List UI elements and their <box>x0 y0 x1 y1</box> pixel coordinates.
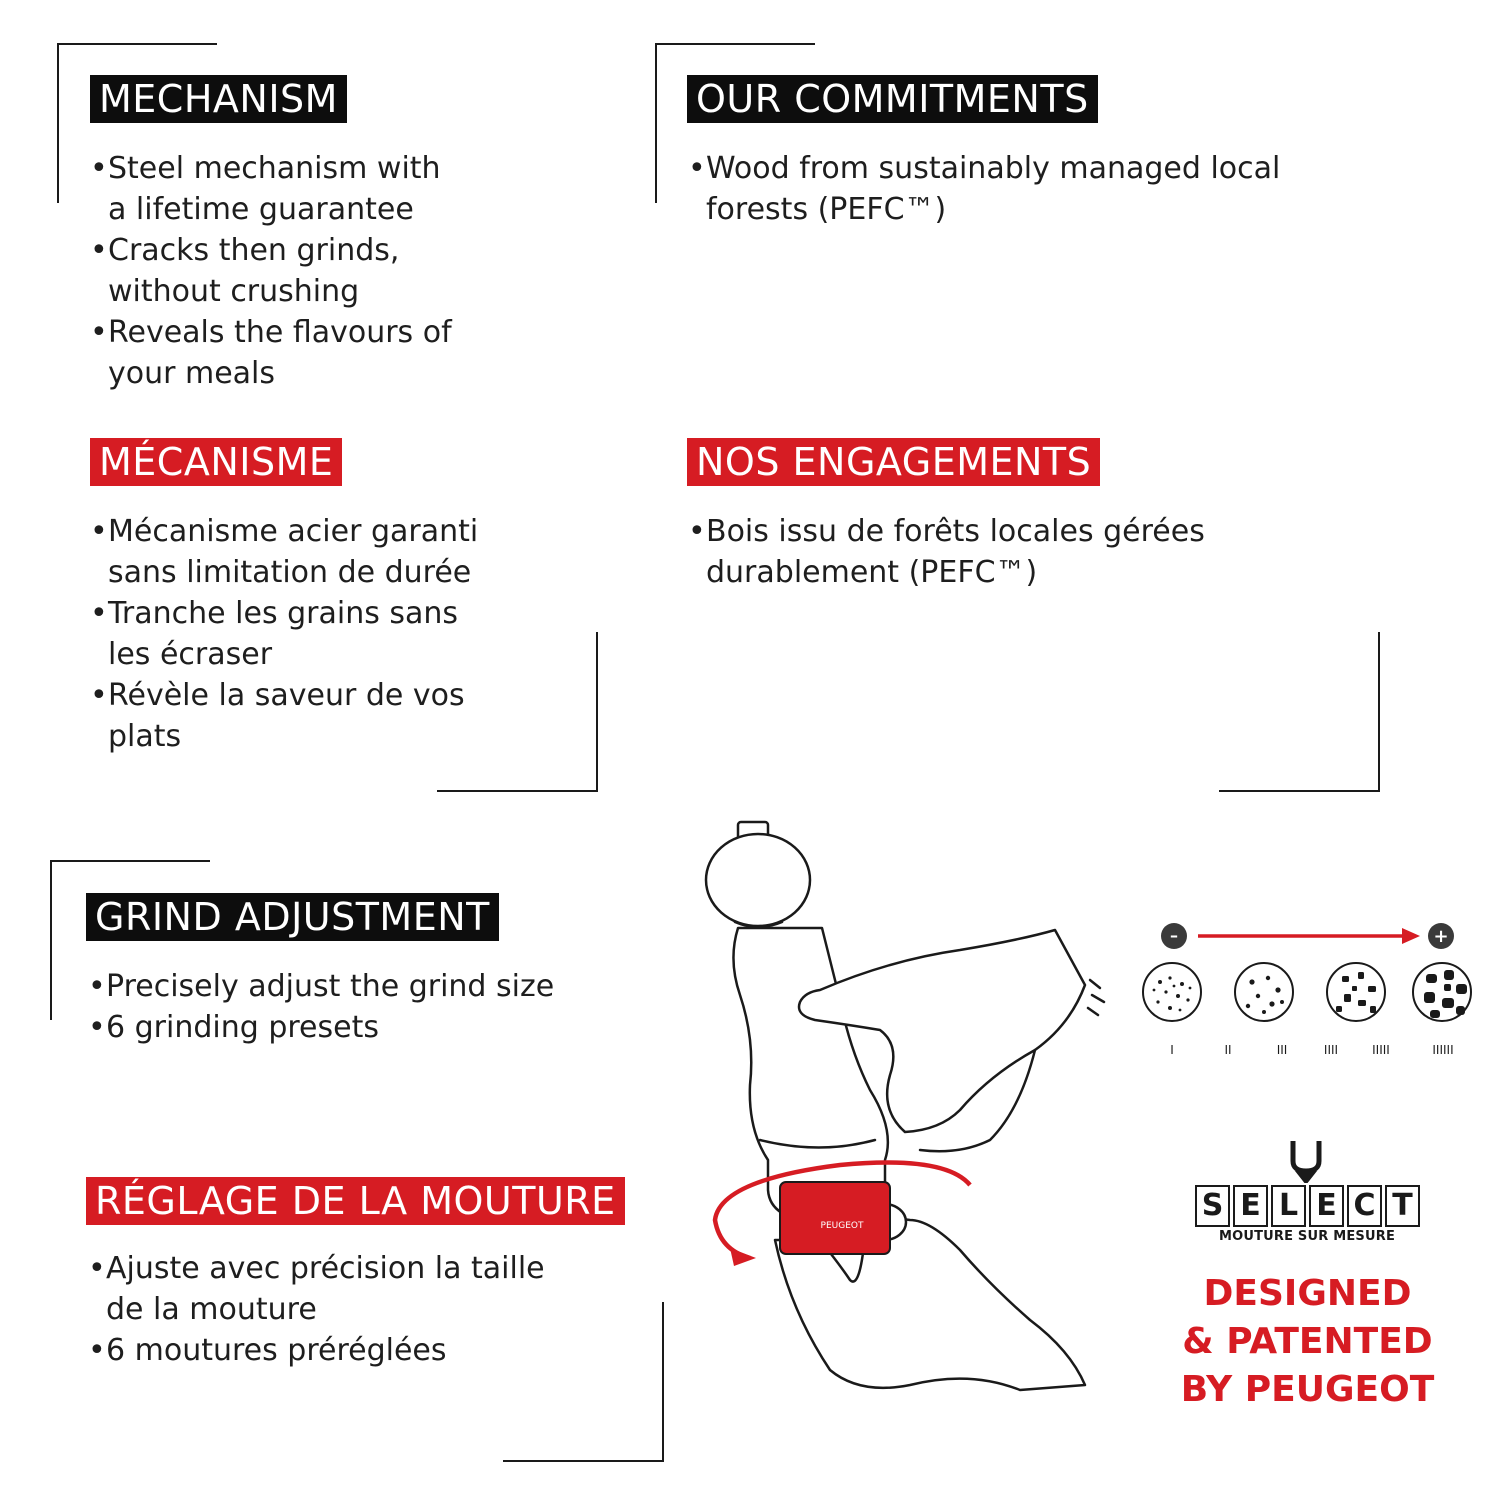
corner-line <box>662 1302 664 1462</box>
preset-1: I <box>1170 1043 1174 1057</box>
list-item: Bois issu de forêts locales géréesdurabl… <box>688 511 1205 593</box>
rotation-arrowhead <box>730 1248 756 1266</box>
preset-6: IIIIII <box>1432 1043 1453 1057</box>
corner-line <box>50 860 210 862</box>
plus-icon <box>1428 923 1454 949</box>
preset-4: IIII <box>1324 1043 1338 1057</box>
list-item: Wood from sustainably managed localfores… <box>688 148 1280 230</box>
select-wordmark: S E L E C T <box>1195 1185 1423 1227</box>
preset-2: II <box>1224 1043 1231 1057</box>
engagements-list: Bois issu de forêts locales géréesdurabl… <box>688 511 1205 593</box>
reglage-title: RÉGLAGE DE LA MOUTURE <box>86 1177 625 1225</box>
minus-icon <box>1161 923 1187 949</box>
corner-line <box>57 43 59 203</box>
mill-head <box>704 832 812 928</box>
corner-line <box>503 1460 663 1462</box>
grind-scale: – + I II III IIII II <box>1130 910 1480 1060</box>
preset-5: IIIII <box>1372 1043 1390 1057</box>
grind-sample-medium <box>1326 962 1386 1022</box>
corner-line <box>57 43 217 45</box>
lower-hand <box>773 1217 1087 1392</box>
corner-line <box>596 632 598 792</box>
designed-patented-text: DESIGNED & PATENTED BY PEUGEOT <box>1180 1273 1435 1410</box>
list-item: 6 moutures préréglées <box>88 1330 545 1371</box>
corner-line <box>655 43 657 203</box>
corner-line <box>1219 790 1379 792</box>
list-item: 6 grinding presets <box>88 1007 554 1048</box>
mill-brand-label: PEUGEOT <box>821 1221 864 1231</box>
list-item: Cracks then grinds,without crushing <box>90 230 452 312</box>
mechanism-title: MECHANISM <box>90 75 347 123</box>
coarseness-arrowhead <box>1402 928 1420 944</box>
u-select-mark <box>1290 1141 1322 1183</box>
grind-scale-graphic: – + I II III IIII II <box>1142 923 1472 1057</box>
commitments-list: Wood from sustainably managed localfores… <box>688 148 1280 230</box>
upper-hand <box>797 928 1087 1134</box>
grind-adjustment-title: GRIND ADJUSTMENT <box>86 893 499 941</box>
mecanisme-title: MÉCANISME <box>90 438 343 486</box>
commitments-title: OUR COMMITMENTS <box>687 75 1098 123</box>
mill-hands-illustration: PEUGEOT <box>704 820 1106 1392</box>
svg-text:–: – <box>1170 926 1178 945</box>
rotation-arrow <box>712 1160 972 1261</box>
grind-list: Precisely adjust the grind size 6 grindi… <box>88 966 554 1048</box>
logo-subtitle: MOUTURE SUR MESURE <box>1218 1229 1396 1244</box>
list-item: Precisely adjust the grind size <box>88 966 554 1007</box>
corner-line <box>50 860 52 1020</box>
svg-text:+: + <box>1433 926 1448 947</box>
preset-3: III <box>1277 1043 1288 1057</box>
corner-line <box>655 43 815 45</box>
grind-sample-fine <box>1142 962 1202 1022</box>
grind-ring <box>779 1181 891 1255</box>
engagements-title: NOS ENGAGEMENTS <box>687 438 1101 486</box>
corner-line <box>437 790 597 792</box>
corner-line <box>1378 632 1380 792</box>
